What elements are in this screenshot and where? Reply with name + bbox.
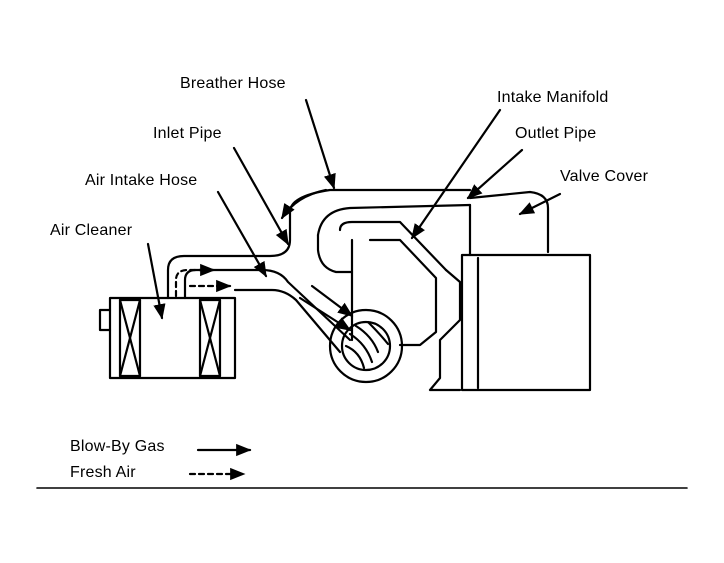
label-valve-cover: Valve Cover (560, 168, 649, 185)
intake-valve-wheel (328, 308, 404, 384)
label-outlet-pipe: Outlet Pipe (515, 125, 597, 142)
legend-fresh-air: Fresh Air (70, 464, 136, 481)
breather-hose-arc (280, 188, 328, 220)
label-intake-manifold: Intake Manifold (497, 89, 609, 106)
blow-by-gas-flow (298, 284, 354, 332)
label-air-intake-hose: Air Intake Hose (85, 172, 198, 189)
valve-cover-block (316, 190, 592, 392)
label-inlet-pipe: Inlet Pipe (153, 125, 222, 142)
air-cleaner-housing (98, 296, 237, 380)
label-air-cleaner: Air Cleaner (50, 222, 133, 239)
legend-blow-by-gas: Blow-By Gas (70, 438, 165, 455)
fresh-air-flow (174, 263, 232, 298)
label-breather-hose: Breather Hose (180, 75, 286, 92)
leader-arrows (146, 98, 562, 320)
